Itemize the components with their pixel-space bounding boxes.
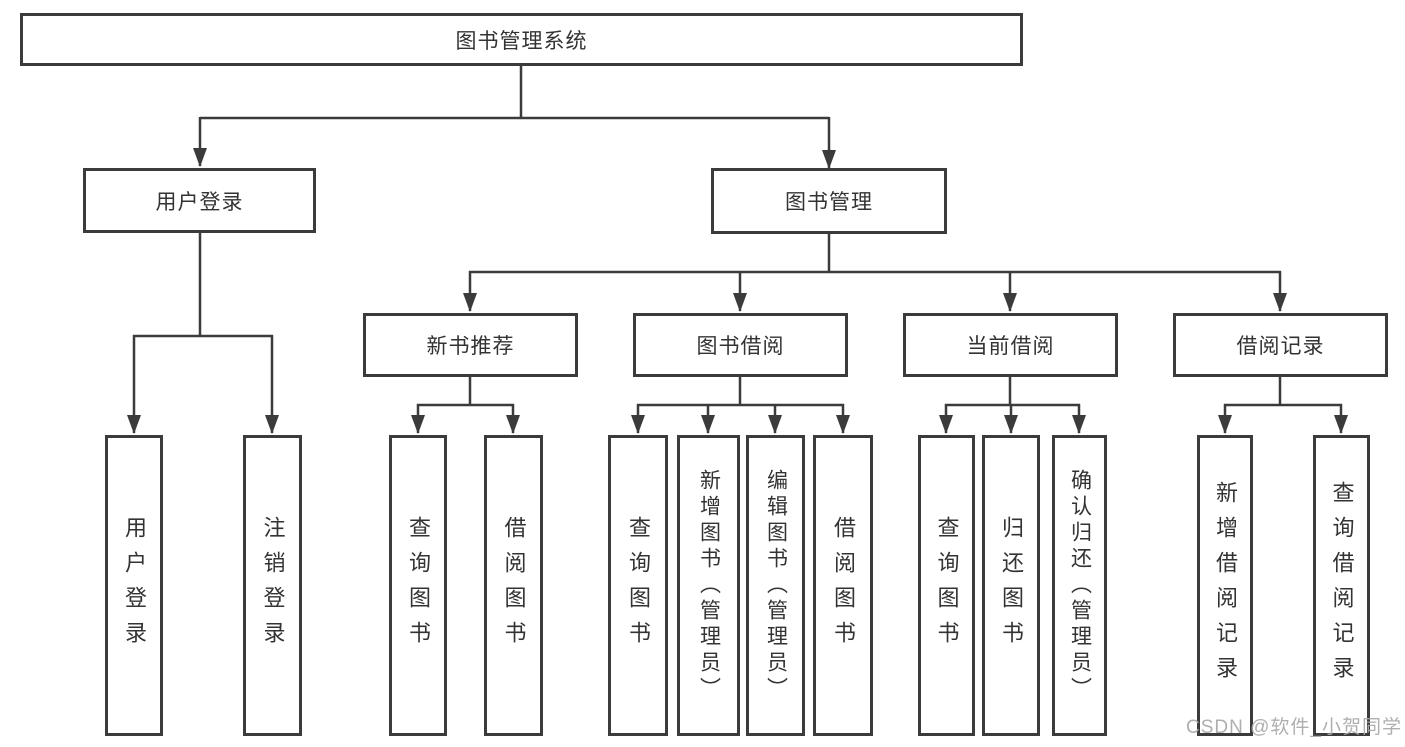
leaf-query-books-recommend: 查询图书: [389, 435, 447, 736]
leaf-logout: 注销登录: [243, 435, 302, 736]
leaf-borrow-books: 借阅图书: [813, 435, 873, 736]
leaf-return-books: 归还图书: [982, 435, 1040, 736]
leaf-query-borrow-record: 查询借阅记录: [1313, 435, 1370, 736]
leaf-confirm-return-admin: 确认归还（管理员）: [1052, 435, 1107, 736]
leaf-query-books-current: 查询图书: [918, 435, 975, 736]
leaf-borrow-books-recommend: 借阅图书: [484, 435, 543, 736]
leaf-query-books-borrow: 查询图书: [608, 435, 668, 736]
leaf-add-borrow-record: 新增借阅记录: [1197, 435, 1253, 736]
node-root: 图书管理系统: [20, 13, 1023, 66]
node-borrowing-records: 借阅记录: [1173, 313, 1388, 377]
leaf-edit-books-admin: 编辑图书（管理员）: [746, 435, 805, 736]
leaf-add-books-admin: 新增图书（管理员）: [677, 435, 740, 736]
node-book-borrowing: 图书借阅: [633, 313, 848, 377]
node-current-borrowing: 当前借阅: [903, 313, 1118, 377]
node-book-management: 图书管理: [711, 168, 947, 234]
leaf-user-login: 用户登录: [105, 435, 163, 736]
node-new-book-recommendation: 新书推荐: [363, 313, 578, 377]
node-user-login: 用户登录: [83, 168, 316, 233]
csdn-watermark: CSDN @软件_小贺同学: [1186, 717, 1402, 738]
